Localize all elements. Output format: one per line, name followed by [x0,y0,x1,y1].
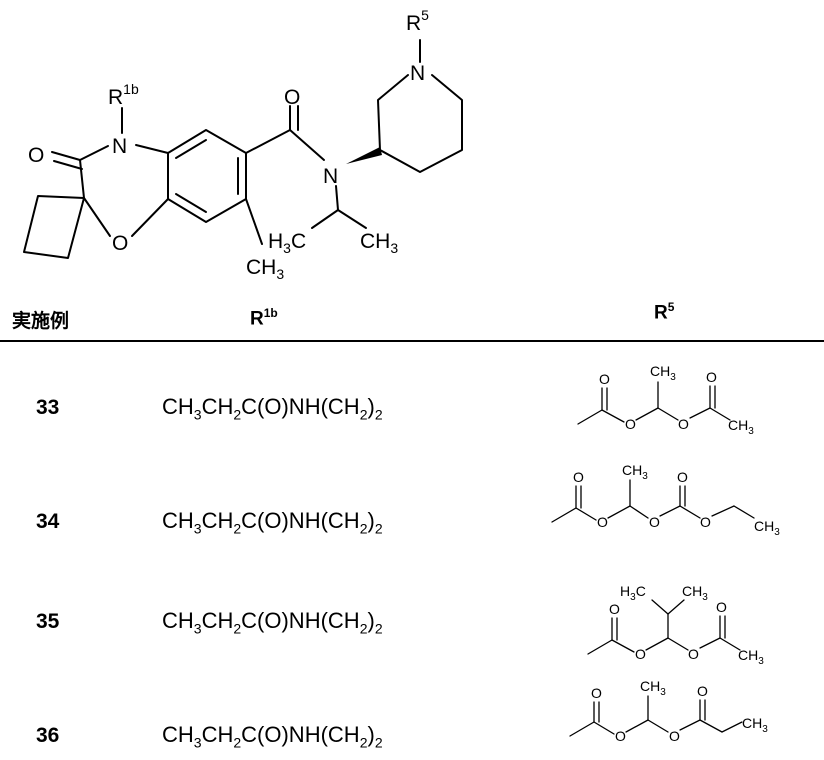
r5-o-label: O [669,728,680,744]
r1b-value: CH3CH2C(O)NH(CH2)2 [162,508,383,536]
r5-ch3-label: CH3 [622,462,648,482]
r5-structure-35: O O O O H3C CH3 CH3 [570,578,790,670]
r5-ch3-label: CH3 [754,518,780,538]
r5-structure-33: O O O O CH3 CH3 [560,352,800,442]
r1b-value: CH3CH2C(O)NH(CH2)2 [162,394,383,422]
example-number: 35 [36,610,59,634]
header-r1b: R1b [250,306,278,330]
header-r5: R5 [654,300,674,324]
r5-o-label: O [615,728,626,744]
r1b-value: CH3CH2C(O)NH(CH2)2 [162,608,383,636]
r5-o-label: O [688,646,699,662]
r5-o-label: O [649,514,660,530]
r5-ch3-label: CH3 [650,363,676,383]
r5-structure-36: O O O O CH3 CH3 [562,676,802,753]
r5-o-label: O [716,599,727,615]
r5-structure-34: O O O O O CH3 CH3 [540,456,810,546]
r5-o-label: O [678,416,689,432]
r5-ch3-label: CH3 [738,647,764,667]
r5-o-label: O [625,416,636,432]
example-number: 33 [36,396,59,420]
r5-o-label: O [609,601,620,617]
r1b-value: CH3CH2C(O)NH(CH2)2 [162,722,383,750]
header-divider [0,340,824,342]
r5-ch3-label: CH3 [682,583,708,603]
r5-o-label: O [591,685,602,701]
r5-o-label: O [597,514,608,530]
example-number: 36 [36,724,59,748]
example-number: 34 [36,510,59,534]
r5-o-label: O [635,646,646,662]
r5-ch3-label: CH3 [728,417,754,437]
r5-o-label: O [599,371,610,387]
r5-o-label: O [697,683,708,699]
r5-o-label: O [706,369,717,385]
r5-o-label: O [677,469,688,485]
r5-ch3-label: CH3 [640,678,666,698]
r5-o-label: O [700,514,711,530]
r5-o-label: O [573,469,584,485]
r5-ch3-label: CH3 [742,715,768,735]
header-example: 実施例 [12,306,69,333]
r5-h3c-label: H3C [620,583,646,603]
